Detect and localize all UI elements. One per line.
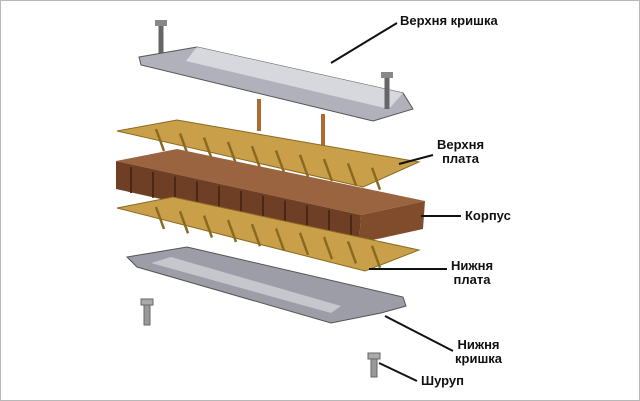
reed-slot	[202, 215, 214, 239]
label-top-plate: Верхня плата	[437, 138, 484, 166]
label-bottom-cover-line2: кришка	[455, 351, 503, 366]
reed-slot	[226, 141, 238, 165]
reed-slot	[250, 223, 262, 247]
bottom-plate	[116, 196, 421, 272]
reed-slot	[202, 137, 214, 161]
reed-slot	[346, 240, 358, 264]
reed-slot	[370, 167, 382, 191]
reed-slot	[154, 128, 166, 152]
label-bottom-plate: Нижня плата	[451, 259, 493, 287]
label-bottom-cover: Нижня кришка	[455, 338, 502, 366]
screw-left	[140, 298, 154, 326]
top-cover	[138, 20, 414, 122]
reed-slot	[322, 158, 334, 182]
reed-slot	[274, 150, 286, 173]
reed-slot	[274, 228, 286, 251]
reed-slot	[322, 236, 334, 260]
label-body: Корпус	[465, 208, 511, 223]
label-screw: Шуруп	[421, 373, 464, 388]
screw-right	[367, 352, 381, 378]
reed-slot	[346, 162, 358, 186]
reed-slot	[370, 245, 382, 269]
plate-screws	[257, 99, 325, 146]
label-top-cover: Верхня кришка	[400, 13, 498, 28]
leader-lines	[330, 22, 461, 382]
label-bottom-plate-line1: Нижня	[451, 258, 494, 273]
reed-slot	[154, 206, 166, 230]
reed-slot	[298, 232, 310, 256]
reed-slot	[298, 154, 310, 178]
reed-slot	[250, 145, 262, 169]
reed-slot	[226, 219, 238, 243]
reed-slot	[178, 210, 190, 234]
label-top-plate-line2: плата	[442, 151, 479, 166]
label-top-plate-line1: Верхня	[437, 137, 485, 152]
bottom-cover	[125, 246, 407, 324]
label-bottom-plate-line2: плата	[453, 272, 491, 287]
top-plate	[116, 119, 421, 191]
label-bottom-cover-line1: Нижня	[457, 337, 500, 352]
